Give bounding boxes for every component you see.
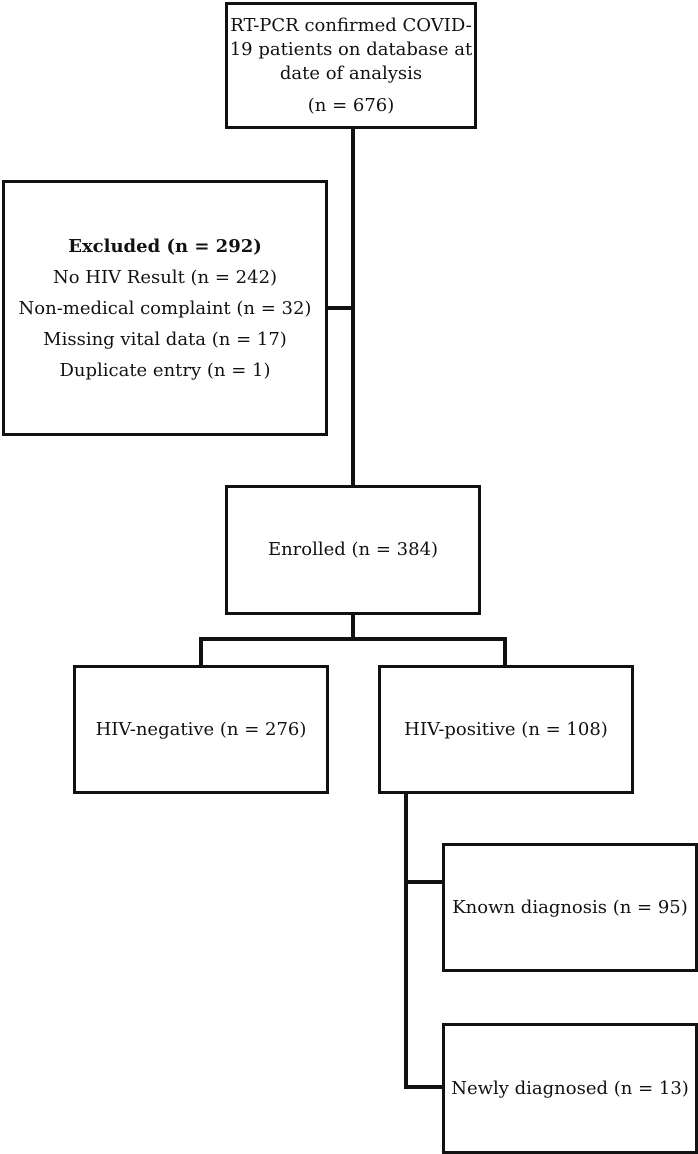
top-box-line-1: RT-PCR confirmed COVID-	[230, 14, 472, 36]
connector-to-known-diagnosis	[404, 880, 444, 884]
connector-hiv-positive-down	[404, 791, 408, 1089]
hiv-negative-label: HIV-negative (n = 276)	[95, 718, 307, 740]
known-diagnosis-label: Known diagnosis (n = 95)	[452, 896, 688, 918]
excluded-item-no-hiv-result: No HIV Result (n = 242)	[52, 266, 278, 288]
connector-enrolled-down	[351, 613, 355, 640]
hiv-positive-box: HIV-positive (n = 108)	[378, 665, 634, 794]
connector-split-horizontal	[199, 637, 507, 641]
connector-to-excluded	[326, 306, 354, 310]
connector-to-hiv-negative	[199, 637, 203, 667]
excluded-item-duplicate-entry: Duplicate entry (n = 1)	[59, 359, 271, 381]
top-box-count: (n = 676)	[307, 94, 395, 116]
enrolled-label: Enrolled (n = 384)	[267, 539, 439, 560]
excluded-box: Excluded (n = 292) No HIV Result (n = 24…	[2, 180, 328, 436]
top-box-line-3: date of analysis	[279, 62, 423, 84]
hiv-positive-label: HIV-positive (n = 108)	[404, 718, 608, 740]
known-diagnosis-box: Known diagnosis (n = 95)	[442, 843, 698, 972]
newly-diagnosed-label: Newly diagnosed (n = 13)	[451, 1077, 689, 1099]
hiv-negative-box: HIV-negative (n = 276)	[73, 665, 329, 794]
excluded-item-non-medical-complaint: Non-medical complaint (n = 32)	[18, 297, 312, 319]
enrolled-box: Enrolled (n = 384)	[225, 485, 481, 615]
newly-diagnosed-box: Newly diagnosed (n = 13)	[442, 1023, 698, 1154]
excluded-item-missing-vital-data: Missing vital data (n = 17)	[43, 328, 287, 350]
excluded-title: Excluded (n = 292)	[68, 235, 262, 257]
connector-to-hiv-positive	[503, 637, 507, 667]
connector-to-newly-diagnosed	[404, 1085, 444, 1089]
top-box-confirmed-patients: RT-PCR confirmed COVID- 19 patients on d…	[225, 2, 477, 129]
top-box-line-2: 19 patients on database at	[229, 38, 473, 60]
